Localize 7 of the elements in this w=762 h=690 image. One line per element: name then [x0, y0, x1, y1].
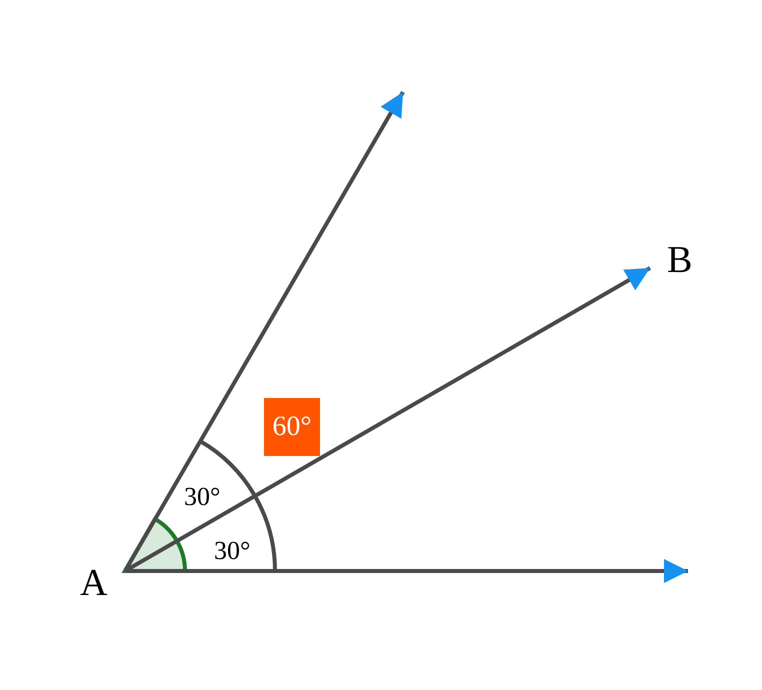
angle-label: 30°: [184, 484, 220, 510]
arrow: [125, 559, 688, 583]
vertex-label: A: [80, 564, 108, 602]
point-label: B: [667, 241, 692, 279]
arrow: [123, 91, 405, 572]
angle-badge: 60°: [264, 398, 320, 456]
angle-label: 30°: [214, 538, 250, 564]
